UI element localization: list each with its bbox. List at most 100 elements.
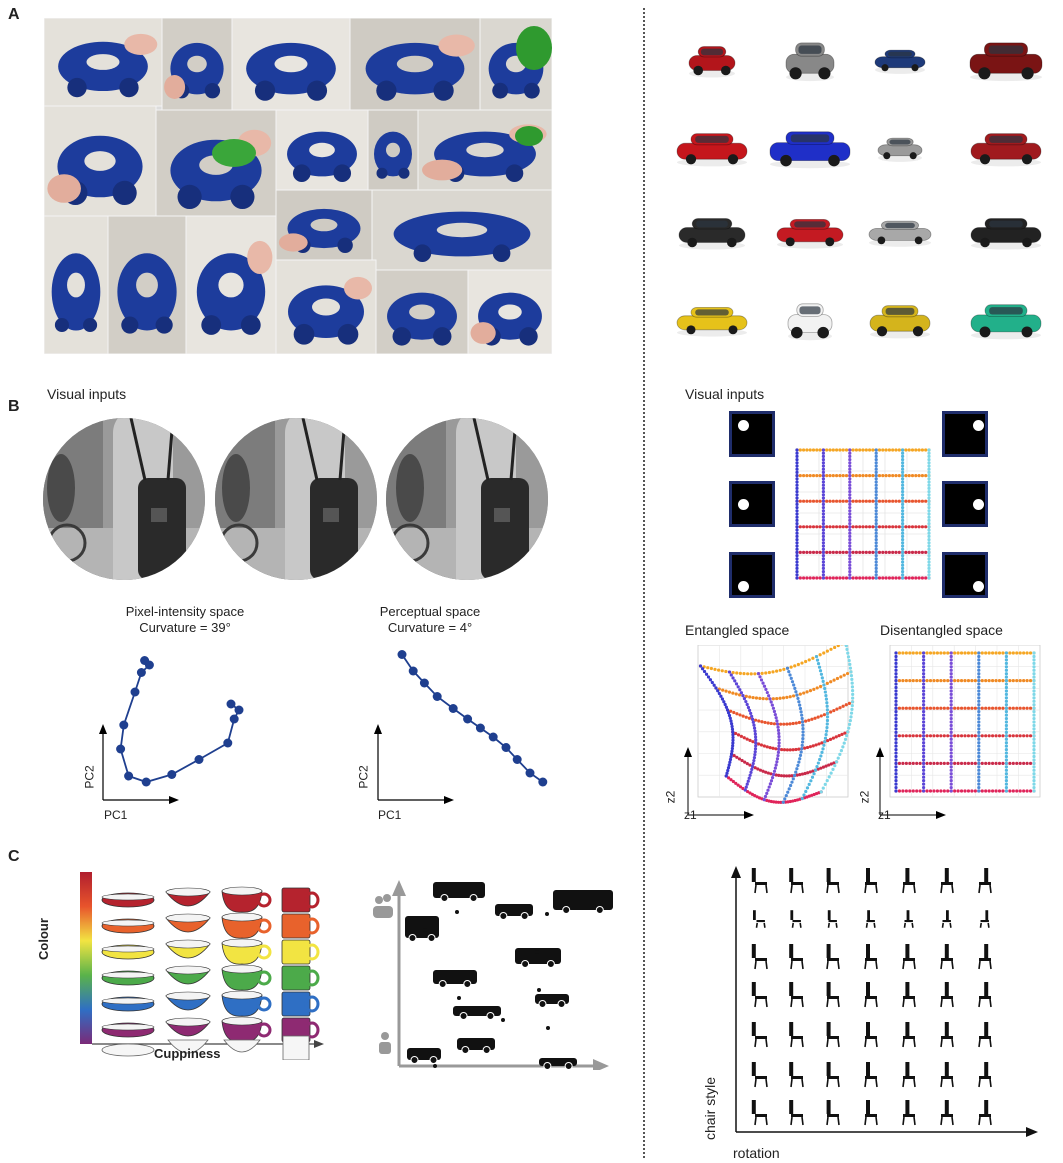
grid-col-dot [851,692,855,697]
grid-col-dot [874,522,878,526]
grid-col-dot [977,785,981,790]
grid-col-dot [949,744,953,748]
pc1-label-right: PC1 [378,808,402,822]
grid-row-dot [987,789,991,793]
toy-wheel [293,323,315,345]
grid-col-dot [949,775,953,779]
grid-row-dot [854,448,858,452]
grid-row-dot [910,525,915,529]
chair-thumbnail [751,1062,768,1088]
grid-row-dot [966,761,971,765]
grid-col-dot [848,538,852,542]
grid-row-dot [887,474,891,478]
grid-row-dot [741,714,745,718]
grid-row-dot [935,679,939,683]
grid-col-dot [807,782,811,786]
chair-seat [755,882,767,885]
grid-col-dot [821,480,825,484]
grid-col-dot [790,780,794,784]
pixel-space-title: Pixel-intensity space [125,604,245,619]
convertible-icon-wheel [486,1012,495,1020]
grid-col-dot [1032,679,1036,683]
chair-thumbnail [902,1100,916,1126]
chair-thumbnail [978,868,992,894]
grid-row-dot [910,474,915,478]
grid-col-dot [949,758,953,762]
grid-row-dot [738,785,743,789]
chair-back [984,1062,989,1076]
grid-col-dot [1032,699,1036,703]
grid-row-dot [858,550,862,554]
grid-col-dot [775,757,780,761]
grid-col-dot [730,727,735,731]
grid-col-dot [874,538,878,542]
grid-row-dot [915,679,919,683]
car-wheel [727,237,737,248]
grid-row-dot [808,576,812,580]
chair-leg [978,998,981,1008]
grid-row-dot [816,767,820,771]
grid-col-dot [821,512,825,516]
grid-row-dot [904,761,908,765]
grid-row-dot [1015,706,1019,710]
perceptual-trajectory-point [488,732,498,742]
grid-col-dot [795,560,799,564]
y-axis-arrow [99,724,107,734]
grid-row-dot [818,474,822,478]
grid-row-dot [910,448,915,452]
toy-wheel [177,184,202,209]
chair-leg [790,1116,793,1126]
grid-col-dot [821,483,825,487]
grid-col-dot [927,458,931,462]
grid-row-dot [818,448,822,452]
grid-row-dot [845,671,850,676]
grid-row-dot [804,659,808,664]
grid-row-dot [732,710,736,715]
grid-row-dot [1001,651,1005,655]
grid-row-dot [1022,789,1026,793]
grid-row-dot [847,701,851,705]
grid-row-dot [997,679,1002,683]
grid-col-dot [949,682,953,686]
grid-col-dot [1032,661,1036,665]
grid-row-dot [794,747,798,752]
grid-row-dot [815,550,819,554]
grid-col-dot [795,515,799,519]
grid-row-dot [1028,761,1033,765]
grid-col-dot [1004,699,1008,703]
grid-col-dot [894,682,898,686]
grid-col-dot [829,771,833,775]
grid-row-dot [785,695,789,699]
grid-col-dot [795,461,799,465]
grid-row-dot [829,680,833,684]
grid-col-dot [777,735,781,739]
grid-col-dot [874,518,878,522]
grid-col-dot [821,486,825,490]
bus-icon-wheel [440,894,449,902]
grid-col-dot [927,483,931,487]
cup-teacup-rim [221,912,263,922]
grid-col-dot [901,483,905,487]
chair-seat [865,1114,877,1117]
car-window [695,309,729,316]
grid-col-dot [821,576,825,580]
grid-col-dot [949,737,953,741]
grid-col-dot [874,490,878,494]
grid-row-dot [808,689,813,693]
grid-col-dot [794,690,798,694]
grid-col-dot [894,665,898,669]
grid-col-dot [927,518,931,522]
chair-thumbnail [789,982,804,1008]
grid-row-dot [858,525,862,529]
grid-col-dot [1032,741,1036,745]
toy-wheel [119,77,139,98]
grid-col-dot [848,576,852,580]
grid-col-dot [922,720,926,724]
hatchback-icon-wheel [410,1056,419,1064]
convertible-icon-wheel [459,1012,468,1020]
grid-row-dot [914,474,918,478]
grid-col-dot [977,758,981,762]
grid-col-dot [725,708,730,712]
grid-col-dot [754,744,758,748]
chair-leg [989,1038,992,1048]
